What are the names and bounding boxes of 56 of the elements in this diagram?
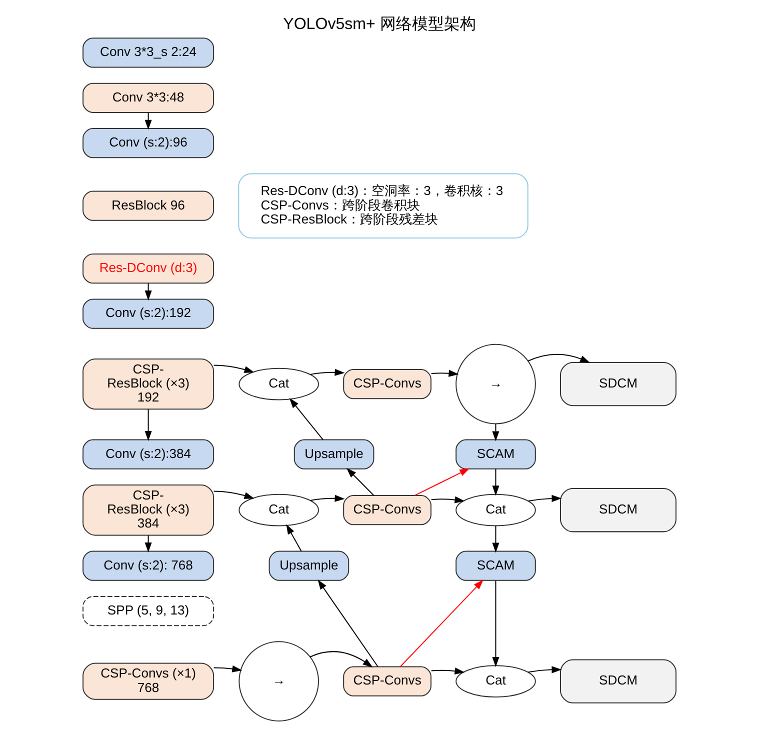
arrow <box>289 398 324 440</box>
node-box: ResBlock 96 <box>82 190 214 221</box>
arrow <box>310 651 373 668</box>
node-box: CSP-Convs <box>343 666 432 696</box>
node-box: SCAM <box>456 439 536 470</box>
node-box: CSP- ResBlock (×3) 192 <box>82 358 214 410</box>
node-box: Conv (s:2):192 <box>82 298 214 329</box>
arrow <box>346 468 374 496</box>
arrow <box>431 668 465 675</box>
node-box: Conv (s:2): 768 <box>82 550 214 581</box>
arrow <box>528 666 562 674</box>
arrow <box>144 283 152 301</box>
node-box: CSP-Convs <box>343 369 432 400</box>
arrow <box>431 496 465 504</box>
arrow <box>310 368 345 376</box>
node-box: Conv (s:2):384 <box>82 439 214 470</box>
arrow <box>286 524 302 552</box>
arrow <box>214 364 254 373</box>
arrow <box>528 494 562 502</box>
node-box: CSP-Convs <box>343 495 432 526</box>
node-box: SCAM <box>456 550 536 581</box>
node-ellipse: Cat <box>238 494 319 526</box>
arrow <box>414 468 470 496</box>
arrow <box>492 424 500 442</box>
node-box: SDCM <box>560 488 676 532</box>
node-box: CSP- ResBlock (×3) 384 <box>82 484 214 536</box>
node-box: SDCM <box>560 659 676 704</box>
node-box: Res-DConv (d:3)：空洞率：3，卷积核：3 CSP-Convs：跨阶段卷积块 CSP-ResBlock：跨阶段残差块 <box>238 173 528 238</box>
node-ellipse: Cat <box>456 665 536 698</box>
node-circle: → <box>456 344 536 424</box>
arrow <box>214 665 242 672</box>
arrow <box>318 580 378 667</box>
arrow <box>144 112 152 130</box>
arrow <box>400 580 484 667</box>
node-ellipse: Cat <box>238 368 319 400</box>
node-box: Upsample <box>268 550 350 581</box>
node-box: CSP-Convs (×1) 768 <box>82 662 214 700</box>
arrow <box>492 526 500 553</box>
arrow <box>144 409 152 442</box>
node-box: Conv 3*3:48 <box>82 82 214 113</box>
arrow <box>144 535 152 552</box>
arrow <box>431 370 459 377</box>
node-circle: → <box>238 641 319 722</box>
node-box: Conv (s:2):96 <box>82 128 214 158</box>
arrow <box>492 580 500 668</box>
node-box: SDCM <box>560 362 676 406</box>
diagram-title: YOLOv5sm+ 网络模型架构 <box>283 14 476 33</box>
arrow <box>492 468 500 496</box>
node-ellipse: Cat <box>456 494 536 526</box>
arrow <box>214 490 254 499</box>
arrow <box>528 354 590 363</box>
node-box: SPP (5, 9, 13) <box>82 596 214 626</box>
node-box: Res-DConv (d:3) <box>82 254 214 284</box>
arrow <box>310 494 345 502</box>
node-box: Conv 3*3_s 2:24 <box>82 38 214 68</box>
node-box: Upsample <box>294 439 374 470</box>
